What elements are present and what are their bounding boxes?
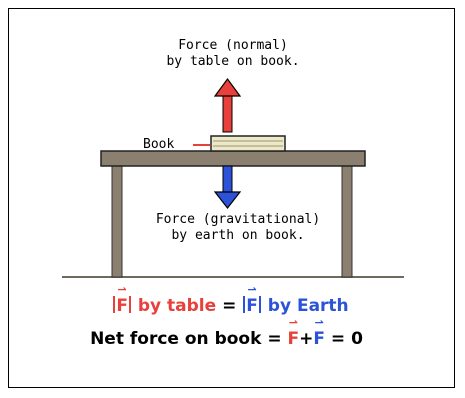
table-leg-left: [111, 165, 123, 278]
table-top: [100, 150, 366, 167]
gravity-force-label-line2: by earth on book.: [171, 228, 305, 243]
book: [210, 135, 286, 152]
net-force-result: = 0: [330, 329, 363, 349]
vector-arrow-icon: ⇀: [117, 283, 127, 296]
plus-sign: +: [299, 329, 314, 349]
book-label: Book: [143, 137, 175, 152]
earth-force-text: by Earth: [267, 296, 349, 316]
normal-force-label-line2: by table on book.: [166, 54, 300, 69]
earth-force-magnitude: ⇀F by Earth: [242, 284, 349, 316]
equation2-equals: =: [267, 329, 282, 349]
table-force-magnitude: ⇀F by table: [112, 284, 222, 316]
table-leg-right: [341, 165, 353, 278]
vector-arrow-icon: ⇀: [247, 283, 257, 296]
normal-force-label-line1: Force (normal): [178, 38, 288, 53]
net-force-text: Net force on book: [90, 329, 262, 349]
gravity-force-arrow: [213, 165, 242, 209]
gravity-force-label-line1: Force (gravitational): [155, 212, 321, 227]
table-force-text: by table: [137, 296, 217, 316]
vector-arrow-icon: ⇀: [314, 316, 324, 329]
normal-force-arrow: [213, 77, 242, 133]
normal-force-vector: ⇀F: [287, 316, 300, 349]
gravity-force-vector: ⇀F: [313, 316, 325, 349]
equation1-equals: =: [222, 296, 237, 316]
net-force-equation: Net force on book = ⇀F+⇀F = 0: [0, 316, 459, 350]
equilibrium-equation: ⇀F by table = ⇀F by Earth: [0, 284, 463, 317]
vector-arrow-icon: ⇀: [288, 316, 298, 329]
